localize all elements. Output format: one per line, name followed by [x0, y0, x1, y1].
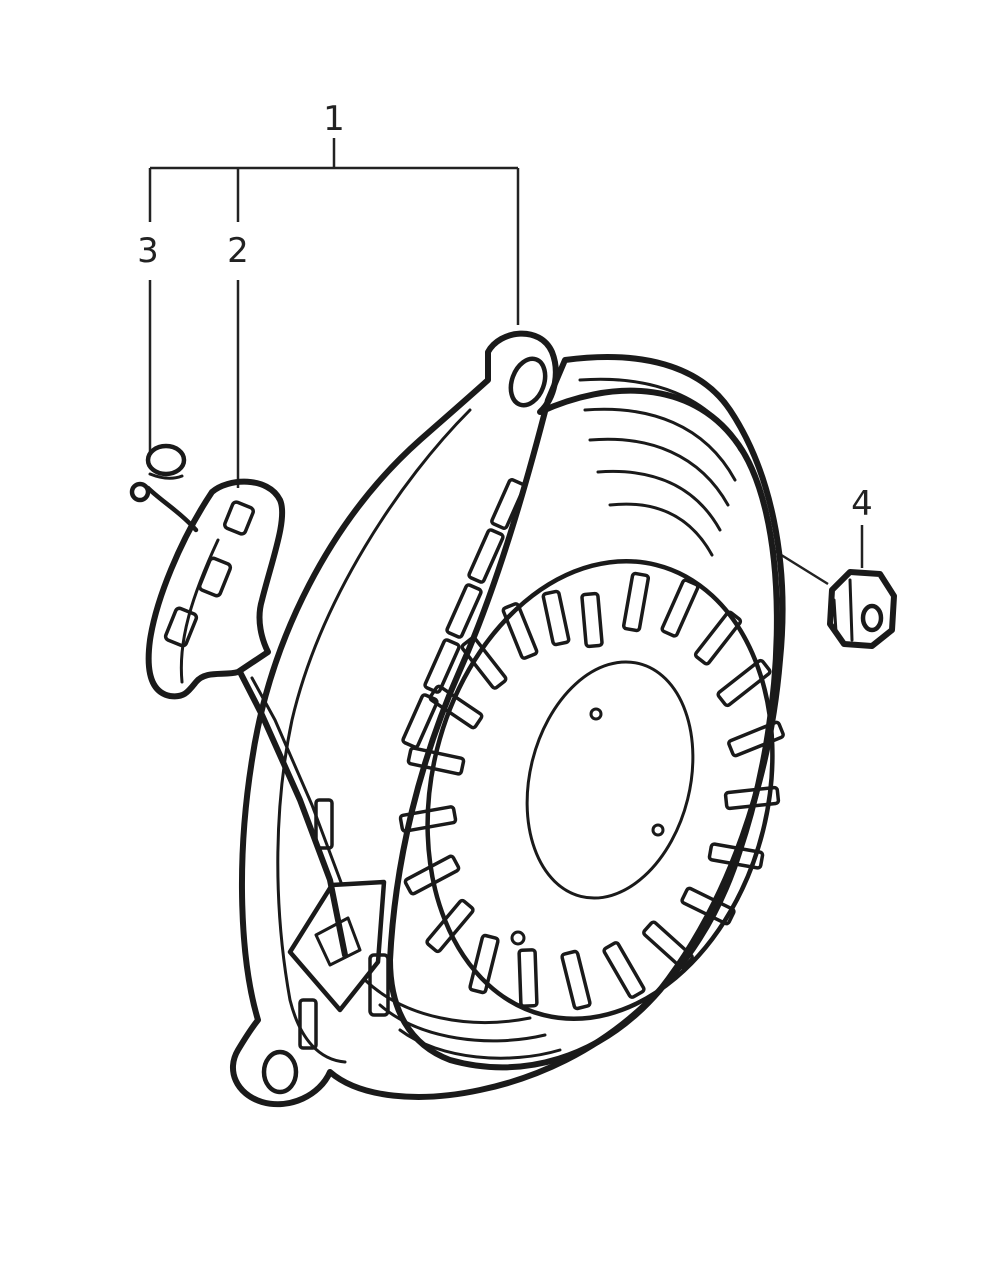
knot-end: [129, 481, 151, 503]
cover-radial-slots: [398, 571, 785, 1011]
starter-cover-face: [425, 559, 775, 1021]
grip-handle-edge: [179, 538, 220, 684]
starter-rope: [237, 669, 348, 958]
center-hole-a: [589, 707, 603, 721]
starter-rope-inner: [250, 676, 344, 887]
callout-1: 1: [323, 99, 345, 139]
center-hole-c: [510, 930, 526, 946]
recoil-starter-assembly-icon: [230, 330, 786, 1108]
callout-1-bracket: [148, 138, 520, 325]
callout-3: 3: [137, 231, 159, 271]
nut-bore: [860, 603, 884, 633]
center-hole-b: [651, 823, 665, 837]
knot-wrap: [148, 472, 184, 480]
rope-guide-bracket: [287, 879, 387, 1013]
cover-side-ribs: [363, 377, 742, 1060]
grip-slot-top: [223, 500, 255, 536]
starter-cover-rim: [387, 354, 786, 1071]
knot-loop: [145, 443, 187, 477]
grip-handle-body: [145, 478, 286, 700]
grip-slot-low: [163, 606, 199, 648]
callout-2: 2: [227, 231, 249, 271]
nut-flange-edge: [832, 578, 854, 642]
housing-inner-lip: [276, 408, 472, 1064]
bottom-mounting-hole: [261, 1049, 299, 1095]
knot-rope-tail: [145, 485, 199, 533]
leader-lines: [148, 138, 864, 586]
nut-hex-body: [827, 569, 897, 649]
top-mounting-hole: [508, 356, 548, 408]
callout-4: 4: [851, 484, 873, 524]
rope-knot-clip-icon: [129, 443, 199, 533]
flange-nut-icon: [827, 569, 897, 649]
center-disc: [525, 660, 695, 900]
starter-grip-handle-icon: [145, 478, 348, 958]
starter-housing-flange: [230, 330, 780, 1108]
